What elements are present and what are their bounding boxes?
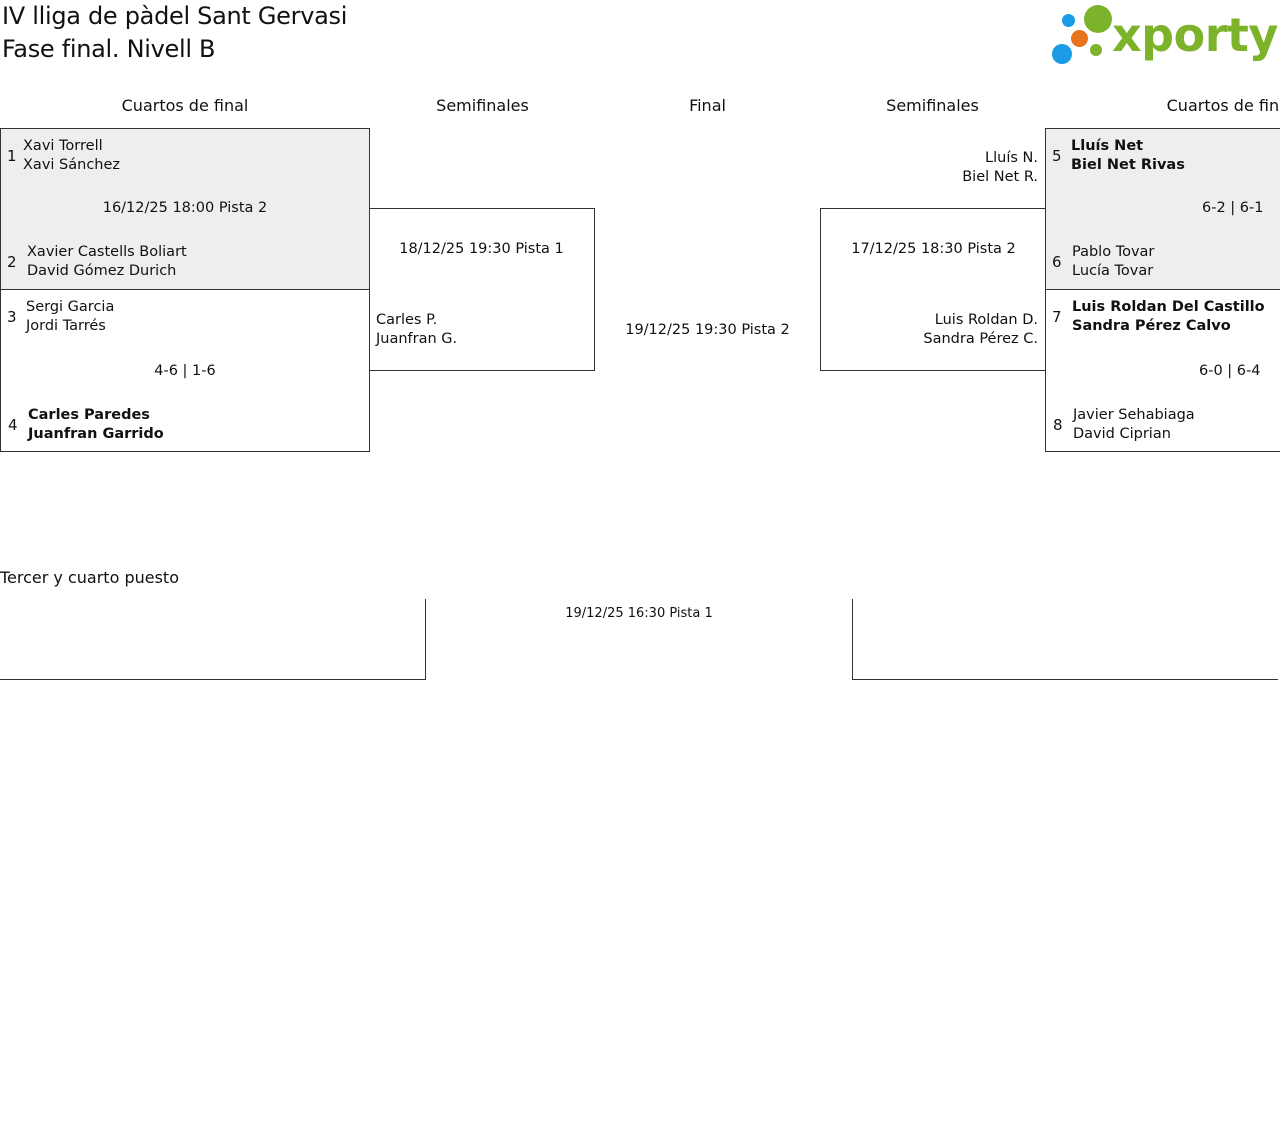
- match-schedule: 18/12/25 19:30 Pista 1: [399, 241, 564, 257]
- player-name: Sandra Pérez Calvo: [1072, 318, 1231, 334]
- third-place-schedule[interactable]: 19/12/25 16:30 Pista 1: [565, 606, 713, 621]
- match-schedule: 16/12/25 18:00 Pista 2: [102, 200, 268, 216]
- qf-right-match-1[interactable]: 5 Lluís Net Biel Net Rivas 6-2 | 6-1 6 P…: [1045, 128, 1280, 290]
- team-8: Javier Sehabiaga David Ciprian: [1073, 406, 1195, 444]
- page-title: IV lliga de pàdel Sant Gervasi: [2, 2, 348, 30]
- team-1: Xavi Torrell Xavi Sánchez: [23, 137, 120, 175]
- seed-number: 2: [7, 253, 17, 271]
- player-name: David Gómez Durich: [27, 263, 177, 279]
- logo-dot-orange: [1071, 30, 1088, 47]
- player-name: Luis Roldan Del Castillo: [1072, 299, 1265, 315]
- sf-right-match[interactable]: 17/12/25 18:30 Pista 2 Luis Roldan D. Sa…: [820, 208, 1046, 371]
- logo-dot-green-small: [1090, 44, 1102, 56]
- qf-left-match-1[interactable]: 1 Xavi Torrell Xavi Sánchez 16/12/25 18:…: [0, 128, 370, 290]
- qf-left-match-2[interactable]: 3 Sergi Garcia Jordi Tarrés 4-6 | 1-6 4 …: [0, 289, 370, 452]
- team-5-winner: Lluís Net Biel Net Rivas: [1071, 137, 1185, 175]
- semifinal-team-top: Lluís N. Biel Net R.: [820, 149, 1038, 187]
- player-name: Carles Paredes: [28, 407, 150, 423]
- match-schedule: 17/12/25 18:30 Pista 2: [851, 241, 1016, 257]
- seed-number: 6: [1052, 253, 1062, 271]
- team-6: Pablo Tovar Lucía Tovar: [1072, 243, 1154, 281]
- player-name: Lluís N.: [985, 150, 1038, 166]
- player-name: Biel Net R.: [962, 169, 1038, 185]
- player-name: Sandra Pérez C.: [923, 331, 1038, 347]
- sf-left-match[interactable]: 18/12/25 19:30 Pista 1 Carles P. Juanfra…: [369, 208, 595, 371]
- player-name: Lluís Net: [1071, 138, 1144, 154]
- heading-sf-left: Semifinales: [436, 96, 529, 115]
- player-name: Sergi Garcia: [26, 299, 115, 315]
- player-name: Jordi Tarrés: [26, 318, 106, 334]
- logo-dot-green: [1084, 5, 1112, 33]
- heading-qf-right-label: Cuartos de final: [1166, 96, 1280, 115]
- logo-text: xporty: [1112, 8, 1278, 62]
- player-name: Pablo Tovar: [1072, 244, 1155, 260]
- player-name: Luis Roldan D.: [934, 312, 1038, 328]
- logo-dot-blue-small: [1062, 14, 1075, 27]
- player-name: Xavi Torrell: [23, 138, 103, 154]
- qf-right-match-2[interactable]: 7 Luis Roldan Del Castillo Sandra Pérez …: [1045, 289, 1280, 452]
- match-score: 6-2 | 6-1: [1202, 200, 1264, 216]
- third-place-title: Tercer y cuarto puesto: [0, 568, 179, 587]
- seed-number: 1: [7, 147, 17, 165]
- player-name: Carles P.: [376, 312, 438, 328]
- third-place-divider-left: [425, 599, 426, 680]
- player-name: Biel Net Rivas: [1071, 157, 1185, 173]
- third-place-line-right: [852, 679, 1278, 680]
- player-name: Xavier Castells Boliart: [27, 244, 187, 260]
- third-place-line-left: [0, 679, 426, 680]
- seed-number: 8: [1053, 416, 1063, 434]
- seed-number: 7: [1052, 308, 1062, 326]
- xporty-logo[interactable]: xporty: [1050, 4, 1278, 68]
- player-name: Juanfran Garrido: [28, 426, 164, 442]
- semifinal-team: Carles P. Juanfran G.: [376, 311, 457, 349]
- final-schedule: 19/12/25 19:30 Pista 2: [625, 322, 790, 338]
- team-7-winner: Luis Roldan Del Castillo Sandra Pérez Ca…: [1072, 298, 1265, 336]
- heading-qf-left: Cuartos de final: [121, 96, 249, 115]
- player-name: David Ciprian: [1073, 426, 1171, 442]
- seed-number: 4: [8, 416, 18, 434]
- third-place-divider-right: [852, 599, 853, 680]
- match-score: 4-6 | 1-6: [154, 363, 216, 379]
- heading-qf-right: Cuartos de final: [1045, 96, 1280, 115]
- player-name: Javier Sehabiaga: [1073, 407, 1195, 423]
- heading-sf-right: Semifinales: [886, 96, 979, 115]
- seed-number: 5: [1052, 147, 1062, 165]
- match-score: 6-0 | 6-4: [1199, 363, 1261, 379]
- player-name: Xavi Sánchez: [23, 157, 121, 173]
- player-name: Lucía Tovar: [1072, 263, 1154, 279]
- team-2: Xavier Castells Boliart David Gómez Duri…: [27, 243, 187, 281]
- seed-number: 3: [7, 308, 17, 326]
- page-subtitle: Fase final. Nivell B: [2, 35, 216, 63]
- heading-final: Final: [689, 96, 726, 115]
- player-name: Juanfran G.: [376, 331, 458, 347]
- logo-dot-blue: [1052, 44, 1072, 64]
- team-3: Sergi Garcia Jordi Tarrés: [26, 298, 114, 336]
- semifinal-team-bottom: Luis Roldan D. Sandra Pérez C.: [821, 311, 1038, 349]
- team-4-winner: Carles Paredes Juanfran Garrido: [28, 406, 164, 444]
